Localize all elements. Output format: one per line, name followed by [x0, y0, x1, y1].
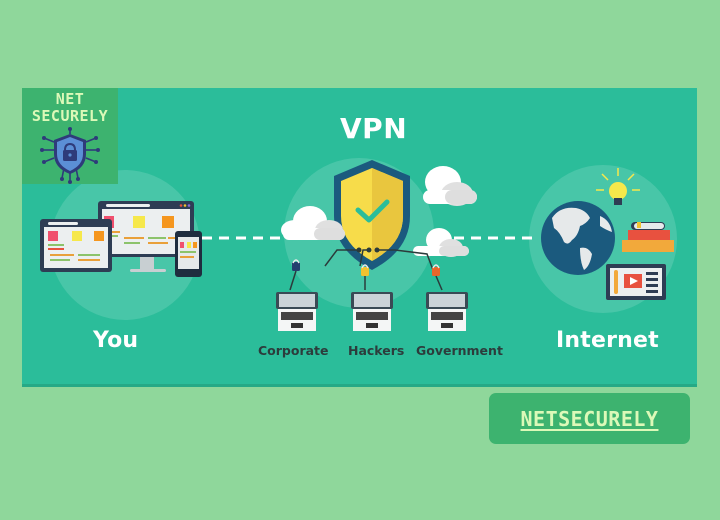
netsecurely-link-button[interactable]: NETSECURELY — [489, 393, 690, 444]
books-icon — [622, 222, 674, 252]
threat-label-corporate: Corporate — [258, 343, 329, 358]
lightbulb-icon — [596, 168, 640, 205]
vpn-title: VPN — [340, 112, 408, 145]
internet-icon — [541, 168, 674, 300]
threat-label-hackers: Hackers — [348, 343, 405, 358]
cloud-right — [423, 166, 477, 206]
internet-label: Internet — [556, 328, 659, 353]
vpn-shield-clouds-icon — [281, 160, 477, 271]
logo-text-line1: NET — [55, 90, 85, 108]
shield-lock-circuit-icon — [40, 127, 100, 184]
video-player-icon — [606, 264, 666, 300]
devices-icon — [40, 201, 202, 277]
threat-label-government: Government — [416, 343, 503, 358]
connection-line-left — [202, 236, 282, 240]
netsecurely-link-label[interactable]: NETSECURELY — [520, 406, 659, 431]
cloud-left — [281, 206, 345, 240]
logo-text-line2: SECURELY — [31, 107, 109, 125]
vpn-banner: VPN You — [22, 88, 697, 387]
you-label: You — [93, 328, 139, 353]
laptop-corporate-icon — [276, 259, 318, 331]
connection-line-right — [454, 236, 534, 240]
globe-icon — [541, 201, 615, 275]
laptop-hackers-icon — [351, 264, 393, 331]
laptop-government-icon — [426, 264, 468, 331]
netsecurely-logo: NET SECURELY — [22, 88, 118, 184]
